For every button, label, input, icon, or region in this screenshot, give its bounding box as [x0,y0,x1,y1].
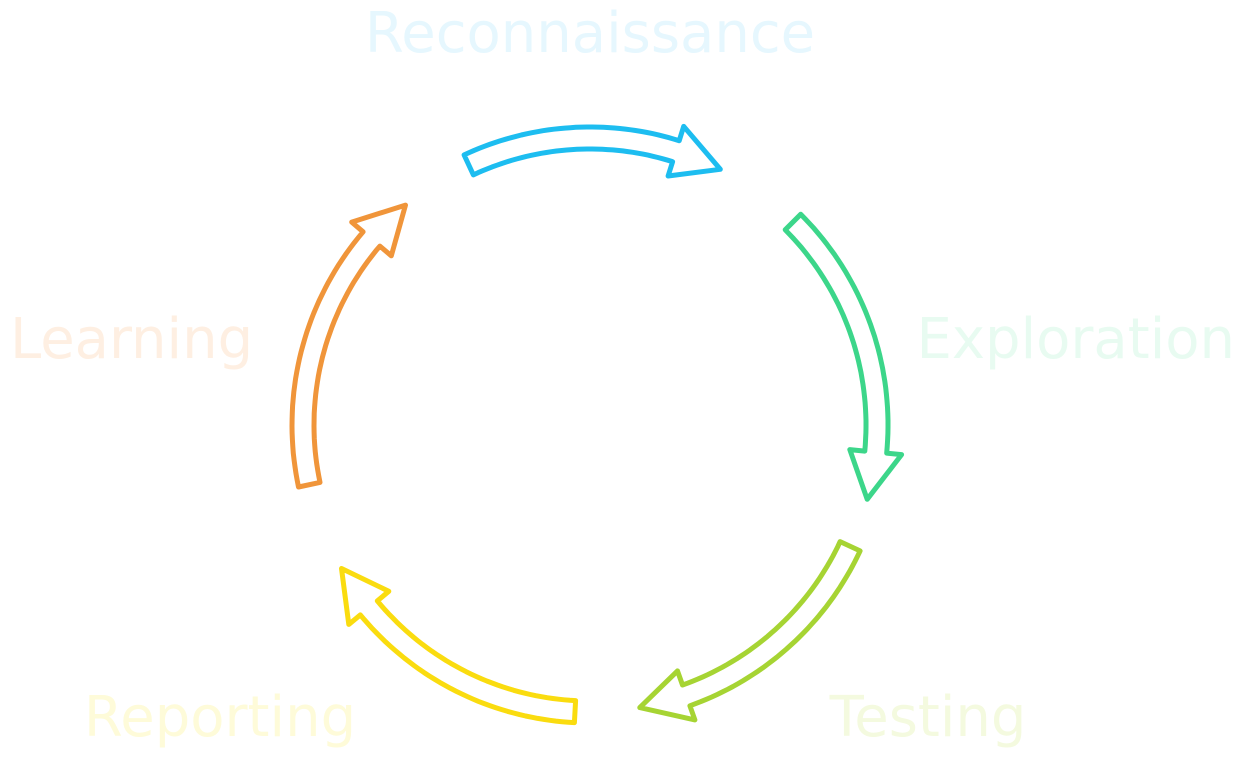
cycle-arrows [289,123,905,726]
stage-label-exploration: Exploration [917,307,1236,372]
stage-label-learning: Learning [10,307,253,372]
arrow-exploration [782,211,905,502]
arrow-reporting [339,566,579,726]
arrow-learning [289,202,408,490]
arrow-testing [637,539,863,723]
stage-label-reporting: Reporting [84,685,356,750]
stage-label-reconnaissance: Reconnaissance [365,1,815,66]
arrow-reconnaissance [461,123,723,179]
stage-label-testing: Testing [829,685,1027,750]
